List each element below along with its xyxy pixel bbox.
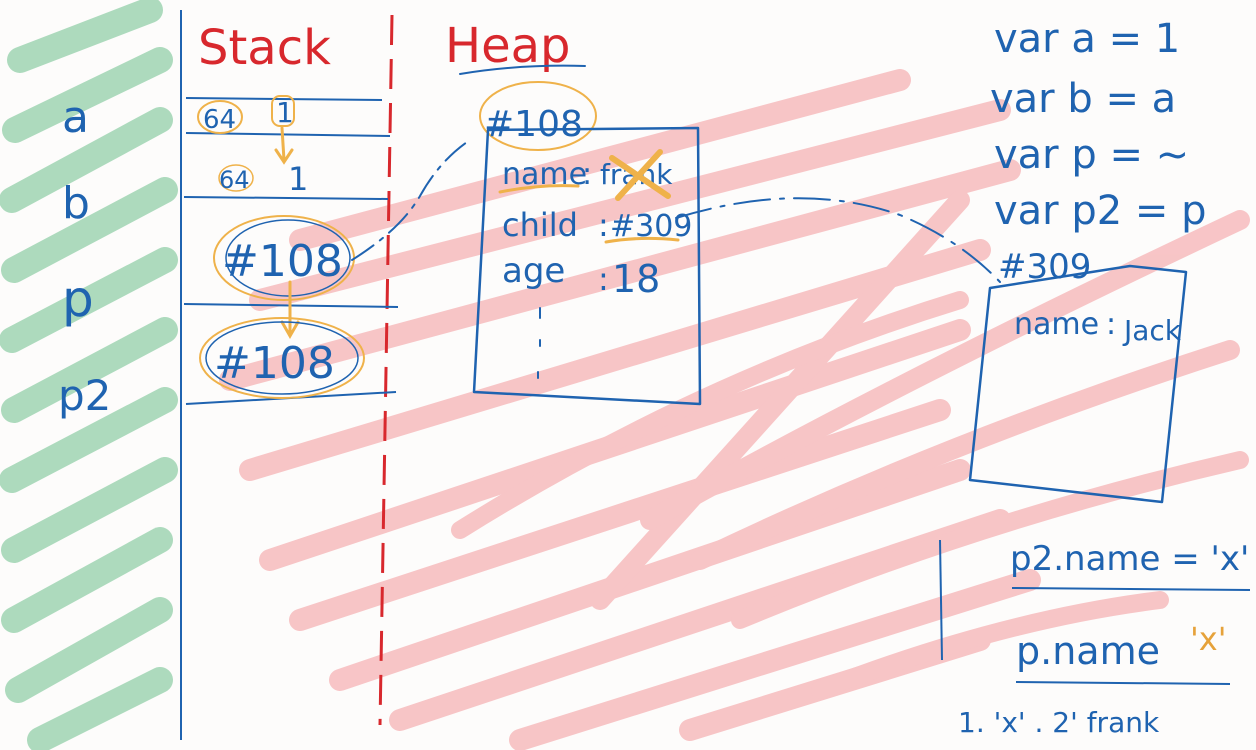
child-underline [604,236,680,244]
field-value: 18 [612,257,660,301]
field-key: child [502,206,578,244]
stack-cell-value: 1 [288,160,308,198]
heap-object-address: #309 [998,247,1091,287]
stack-title: Stack [198,20,331,76]
stack-cell-a: 64 1 [197,95,295,135]
stack-heap-divider [378,14,394,726]
stack-cell-tag: 64 [203,105,236,135]
assign-note: p2.name = 'x' [1010,539,1249,579]
var-label-b: b [62,178,90,229]
var-label-p2: p2 [58,371,111,420]
read-note: p.name [1016,629,1160,673]
field-row: age : 18 [502,251,660,301]
stack-cell-tag: 64 [219,166,250,194]
heap-object-box [472,126,702,406]
read-result: 'x' [1190,620,1227,658]
strikeout-cross-icon [609,149,671,201]
field-value: Jack [1122,314,1182,347]
code-line: var p2 = p [994,188,1207,234]
ellipsis-dots [537,307,541,379]
var-label-a: a [62,92,89,143]
heap-object-309: #309 name : Jack [968,247,1188,504]
stack-cell-value: 1 [276,96,294,129]
code-line: var p = ~ [994,132,1189,178]
stack-cell-value: #108 [214,338,335,389]
read-underline [1015,681,1231,685]
field-separator: : [1106,307,1116,342]
address-circle-icon [479,81,597,151]
field-separator: : [582,157,592,192]
copy-arrow-icon [280,280,300,340]
pointer-line-p-to-108 [351,139,471,261]
tag-circle-icon [218,164,254,192]
field-row: child : #309 [502,206,692,244]
name-underline [498,184,580,194]
heap-object-box [968,264,1188,504]
assign-underline [1011,587,1251,591]
field-key: name [1014,307,1099,342]
pointer-line-child-to-309 [675,197,1001,283]
tag-circle-icon [197,100,243,134]
code-line: var b = a [990,76,1176,122]
field-separator: : [598,206,609,244]
stack-cell-p2: #108 [199,317,365,399]
variable-labels: a b p p2 [58,92,111,420]
notes-vertical-rule [939,539,943,661]
field-separator: : [598,260,609,298]
copy-arrow-icon [274,126,294,165]
code-line: var a = 1 [994,16,1180,62]
heap-title-underline [459,64,586,75]
value-highlight-box [271,95,295,127]
red-scribble [219,69,1250,750]
options-note: 1. 'x' . 2' frank [958,706,1160,739]
stack-cell-b: 64 1 [218,160,308,198]
heap-object-108: #108 name : frank child : #309 age : 18 [472,81,702,406]
field-row: name : Jack [1014,307,1182,347]
stack-cell-value: #108 [222,236,343,287]
heap-title: Heap [445,18,571,74]
reference-circle-icon [199,317,365,399]
code-listing: var a = 1 var b = a var p = ~ var p2 = p [990,16,1207,234]
heap-object-address: #108 [484,104,583,145]
var-label-p: p [62,270,94,328]
field-key: age [502,251,565,291]
green-scribble [0,0,178,750]
